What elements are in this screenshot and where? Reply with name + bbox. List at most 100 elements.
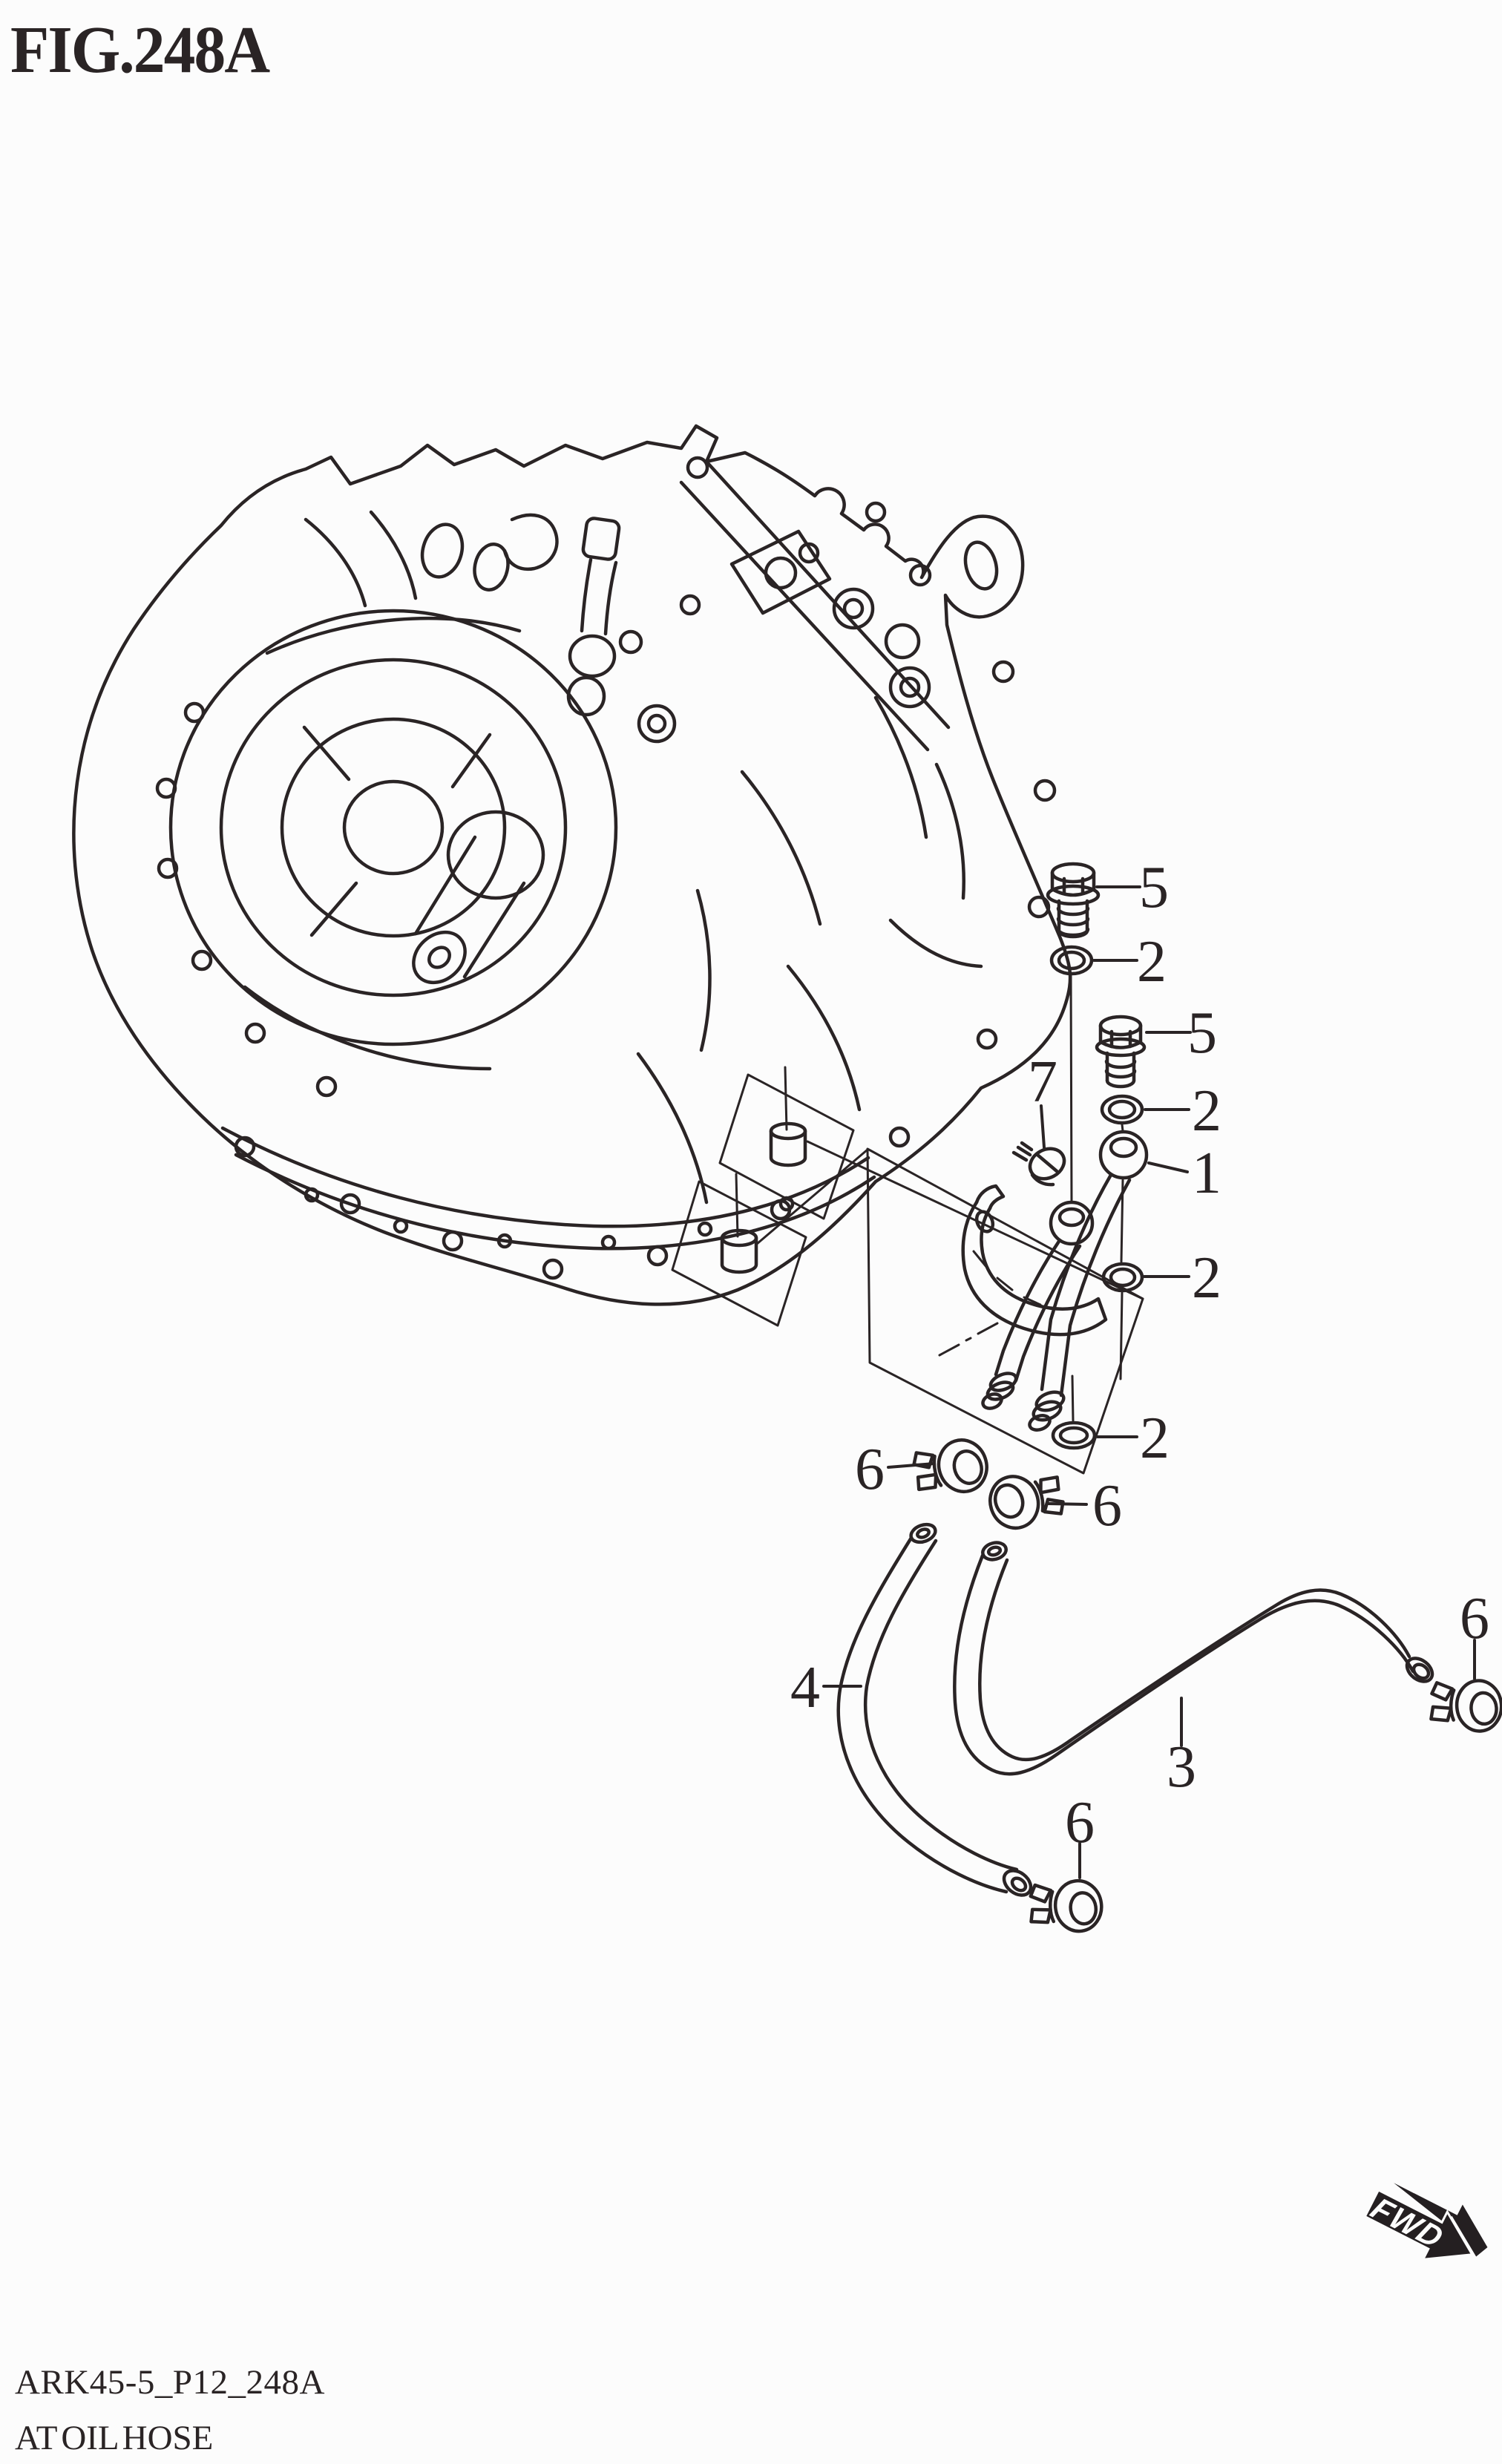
clamp-edge: [932, 1454, 943, 1487]
bolt-hole: [542, 1258, 564, 1280]
breather-cap: [581, 517, 621, 561]
pan-bolt: [496, 1233, 513, 1249]
bell-ring-mid: [219, 658, 568, 997]
bolt-flange: [1046, 884, 1101, 906]
bolt-head-bottom: [1098, 1040, 1143, 1049]
hose-clamp-d: [1029, 1878, 1103, 1933]
oring-outer: [1049, 945, 1094, 976]
screw-head: [1028, 1147, 1066, 1181]
callout-6-c: 6: [1460, 1586, 1489, 1651]
callout-2-fourth: 2: [1140, 1406, 1170, 1471]
breather-foot: [566, 675, 606, 717]
clamp-bore: [952, 1449, 983, 1485]
callout-1: 1: [1192, 1141, 1221, 1206]
page-footer: ARK45-5_P12_248A AT OIL HOSE: [15, 2360, 325, 2461]
breather-stem: [580, 557, 593, 633]
callout-3: 3: [1167, 1734, 1196, 1800]
bolt-head-top: [1050, 862, 1096, 884]
bracket-screw: [1011, 1141, 1066, 1187]
rib: [636, 1052, 709, 1205]
pipe-edge: [1059, 1178, 1132, 1398]
bolt-flange: [1095, 1037, 1147, 1058]
gasket-oring-1: [1049, 945, 1094, 976]
bell-hub: [342, 779, 445, 876]
clamp-ear: [1029, 1907, 1052, 1924]
bolt-hole: [1027, 895, 1051, 919]
hose-edge: [953, 1553, 1415, 1776]
screw-head-side: [1030, 1173, 1055, 1187]
oring-inner: [1107, 1099, 1137, 1120]
top-brackets: [304, 510, 559, 608]
pipe-bracket: [938, 1184, 1108, 1357]
bolt-hole: [244, 1022, 266, 1044]
clamp-ear: [916, 1472, 938, 1492]
bell-ring-inner: [280, 717, 507, 938]
bolt-shank: [1105, 1051, 1136, 1083]
centerline-dashes: [938, 1322, 999, 1357]
bell-spoke: [302, 725, 351, 782]
clamp-ear: [1039, 1475, 1060, 1495]
pan-bolt: [697, 1221, 713, 1237]
bolt-hole: [191, 949, 213, 971]
bolt-hole: [908, 563, 932, 587]
oring-inner: [1109, 1267, 1137, 1288]
pipe-end: [981, 1392, 1003, 1410]
callout-6-b: 6: [1092, 1473, 1122, 1539]
bolt-threads: [1056, 906, 1090, 937]
joint-flange: [679, 480, 930, 752]
bolt-hole: [155, 777, 177, 799]
boss-ring: [637, 704, 677, 744]
callout-5-upper: 5: [1139, 855, 1169, 920]
clamp-ring: [988, 1475, 1040, 1530]
flange-bolt-holes: [155, 456, 1057, 1280]
union-bolt-upper: [1046, 862, 1101, 939]
oil-hose-4: [836, 1522, 1033, 1897]
oil-pipe-banjo-2: [981, 1200, 1095, 1410]
drawing-code: ARK45-5_P12_248A: [15, 2363, 325, 2402]
port-boss-side: [720, 1236, 758, 1274]
oring-inner: [1057, 950, 1086, 971]
callout-5-lower: 5: [1187, 1000, 1217, 1066]
boss: [832, 587, 875, 630]
clamp-ring: [937, 1438, 988, 1494]
bolt-head-bottom: [1050, 887, 1096, 897]
oil-pipe-banjo-1: [1028, 1130, 1149, 1432]
bolt-hole: [157, 857, 179, 879]
clamp-bore: [993, 1483, 1025, 1519]
callout-2-first: 2: [1137, 929, 1167, 995]
bolt-hole: [315, 1075, 338, 1098]
fwd-arrow-label: FWD: [1365, 2191, 1451, 2255]
boss: [884, 623, 921, 660]
bolt-hole: [991, 660, 1015, 684]
clamp-bore: [1069, 1891, 1098, 1926]
leader-lines: [822, 885, 1476, 1879]
leader-1: [1147, 1161, 1189, 1173]
bolt-shank: [1057, 899, 1089, 933]
hose-end: [1002, 1869, 1033, 1897]
bracket-plate: [729, 529, 832, 615]
hose-bore: [1411, 1662, 1431, 1680]
oring-outer: [1100, 1094, 1144, 1125]
banjo-eye: [1049, 1200, 1095, 1246]
rib: [934, 762, 965, 900]
leader-6a: [887, 1462, 936, 1469]
bolt-hole: [339, 1193, 361, 1215]
callout-7: 7: [1028, 1049, 1057, 1115]
bolt-head-top: [1098, 1015, 1143, 1037]
lever-pad: [420, 522, 465, 579]
fwd-arrow-top-face: [1394, 2183, 1488, 2257]
bolt-hole: [865, 501, 887, 523]
hose-end: [981, 1541, 1008, 1562]
bracket-strap: [961, 1200, 1108, 1337]
hose-clamp-c: [1429, 1679, 1502, 1733]
oil-hose-3: [953, 1541, 1434, 1776]
callout-2-third: 2: [1192, 1245, 1221, 1311]
assembly-line: [1120, 1179, 1124, 1263]
fwd-arrow: FWD: [1363, 2183, 1488, 2261]
bell-rib: [265, 616, 522, 655]
clamp-edge: [1449, 1688, 1456, 1722]
screw-slot: [1035, 1153, 1059, 1173]
breather-stem: [603, 560, 618, 636]
hanger-eyelet-hole: [963, 540, 999, 591]
